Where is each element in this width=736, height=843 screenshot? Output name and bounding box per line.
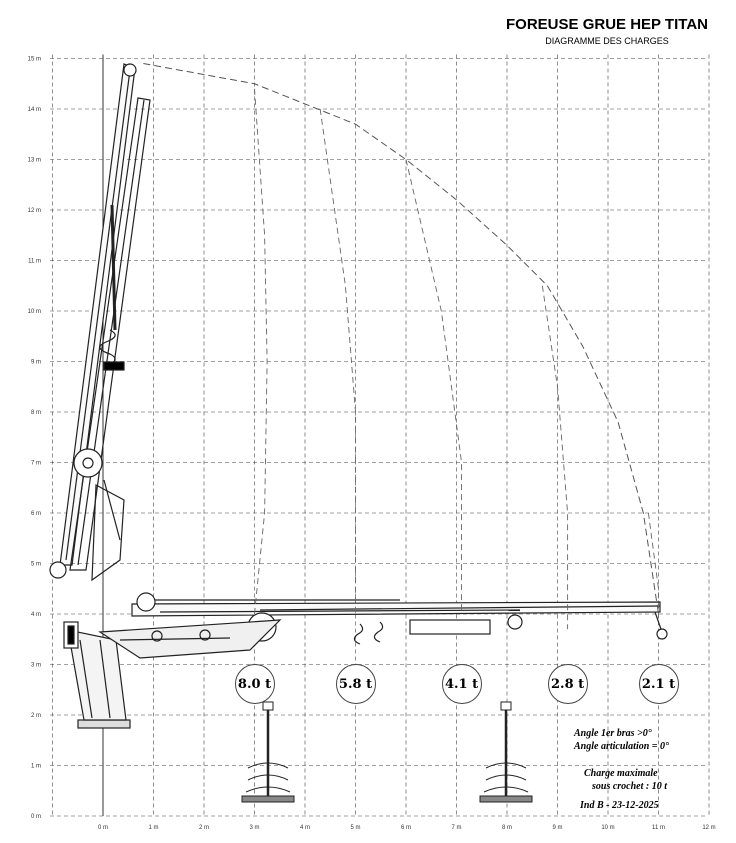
axis-labels: 0 m 1 m 2 m 3 m 4 m 5 m 6 m 7 m 8 m 9 m 10 m 11 m 12… [28,57,716,832]
load-label: 8.0 t [234,663,275,704]
y-tick-label: 13 m [28,158,41,164]
x-tick-label: 10 m [601,825,614,831]
x-tick-label: 7 m [451,825,461,831]
y-tick-label: 5 m [31,562,41,568]
x-tick-label: 12 m [702,825,715,831]
crane-illustration [49,63,668,729]
auger-illustration-right [479,701,533,803]
x-tick-label: 3 m [249,825,259,831]
y-tick-label: 6 m [31,511,41,517]
load-label: 4.1 t [441,663,482,704]
y-tick-label: 10 m [28,309,41,315]
x-tick-label: 0 m [98,825,108,831]
x-tick-label: 1 m [148,825,158,831]
y-tick-label: 0 m [31,814,41,820]
note-angle-articulation: Angle articulation = 0° [574,741,669,752]
x-tick-label: 4 m [300,825,310,831]
note-revision: Ind B - 23-12-2025 [580,800,659,811]
note-charge-max-1: Charge maximale [584,768,658,779]
x-tick-label: 11 m [652,825,665,831]
y-tick-label: 15 m [28,57,41,63]
load-curve [647,512,659,620]
chart-subtitle: DIAGRAMME DES CHARGES [545,36,669,46]
note-angle-bras: Angle 1er bras >0° [574,728,652,739]
load-curve [319,108,356,614]
load-curves [254,88,659,630]
grid [50,54,710,817]
load-curve [405,159,462,614]
y-tick-label: 14 m [28,107,41,113]
load-label: 2.8 t [547,663,588,704]
envelope-curve [143,63,659,615]
load-label: 5.8 t [335,663,376,704]
load-curve [541,285,569,630]
chart-title: FOREUSE GRUE HEP TITAN [506,16,708,33]
x-tick-label: 5 m [350,825,360,831]
y-tick-label: 11 m [28,259,41,265]
y-tick-label: 3 m [31,663,41,669]
y-tick-label: 8 m [31,410,41,416]
x-tick-label: 2 m [199,825,209,831]
note-charge-max-2: sous crochet : 10 t [592,781,667,792]
load-label: 2.1 t [638,663,679,704]
y-tick-label: 12 m [28,208,41,214]
y-tick-label: 7 m [31,461,41,467]
x-tick-label: 8 m [502,825,512,831]
y-tick-label: 4 m [31,612,41,618]
y-tick-label: 1 m [31,764,41,770]
x-tick-label: 9 m [552,825,562,831]
load-curve [254,88,268,615]
y-tick-label: 2 m [31,713,41,719]
auger-illustration-left [241,701,295,803]
x-tick-label: 6 m [401,825,411,831]
reach-envelope [143,63,659,615]
y-tick-label: 9 m [31,360,41,366]
